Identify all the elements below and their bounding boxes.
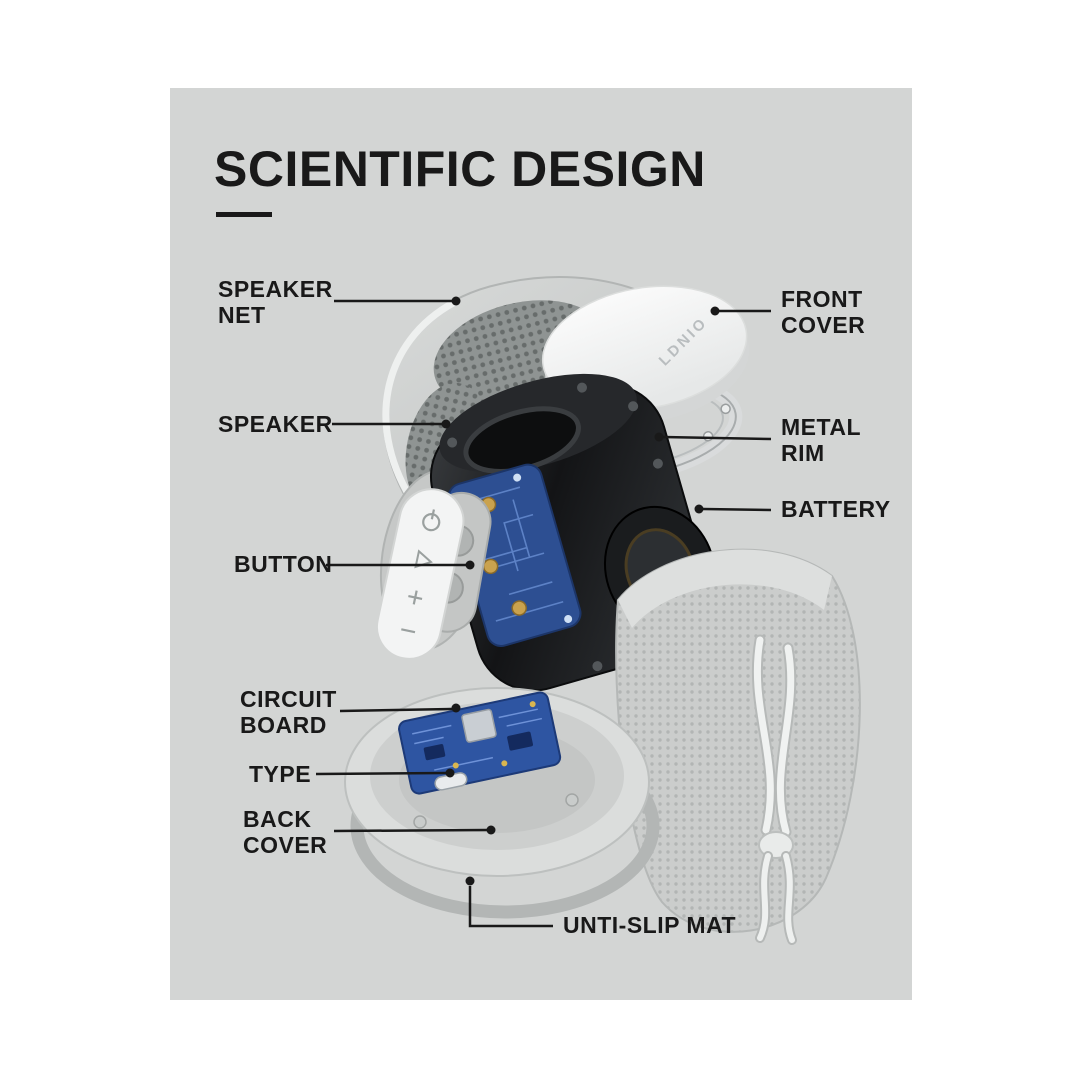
back-cover-part: [344, 687, 650, 877]
button-part: [375, 488, 492, 660]
drawstring-cord: [751, 634, 797, 945]
title-underline: [216, 212, 272, 217]
circuit-board-part: [398, 691, 562, 795]
label-button: BUTTON: [234, 551, 333, 577]
label-type: TYPE: [249, 761, 312, 787]
label-speaker-net: SPEAKER NET: [218, 276, 333, 328]
label-unti-slip-mat: UNTI-SLIP MAT: [563, 912, 737, 938]
plus-icon: [408, 590, 423, 605]
label-back-cover: BACK COVER: [243, 806, 328, 858]
minus-icon: [401, 628, 416, 634]
label-circuit-board: CIRCUIT BOARD: [240, 686, 337, 738]
label-battery: BATTERY: [781, 496, 891, 522]
page-title: SCIENTIFIC DESIGN: [214, 141, 706, 197]
power-icon: [422, 509, 441, 532]
fabric-sleeve-part: [615, 548, 861, 945]
label-front-cover: FRONT COVER: [781, 286, 866, 338]
label-speaker: SPEAKER: [218, 411, 333, 437]
label-metal-rim: METAL RIM: [781, 414, 862, 466]
